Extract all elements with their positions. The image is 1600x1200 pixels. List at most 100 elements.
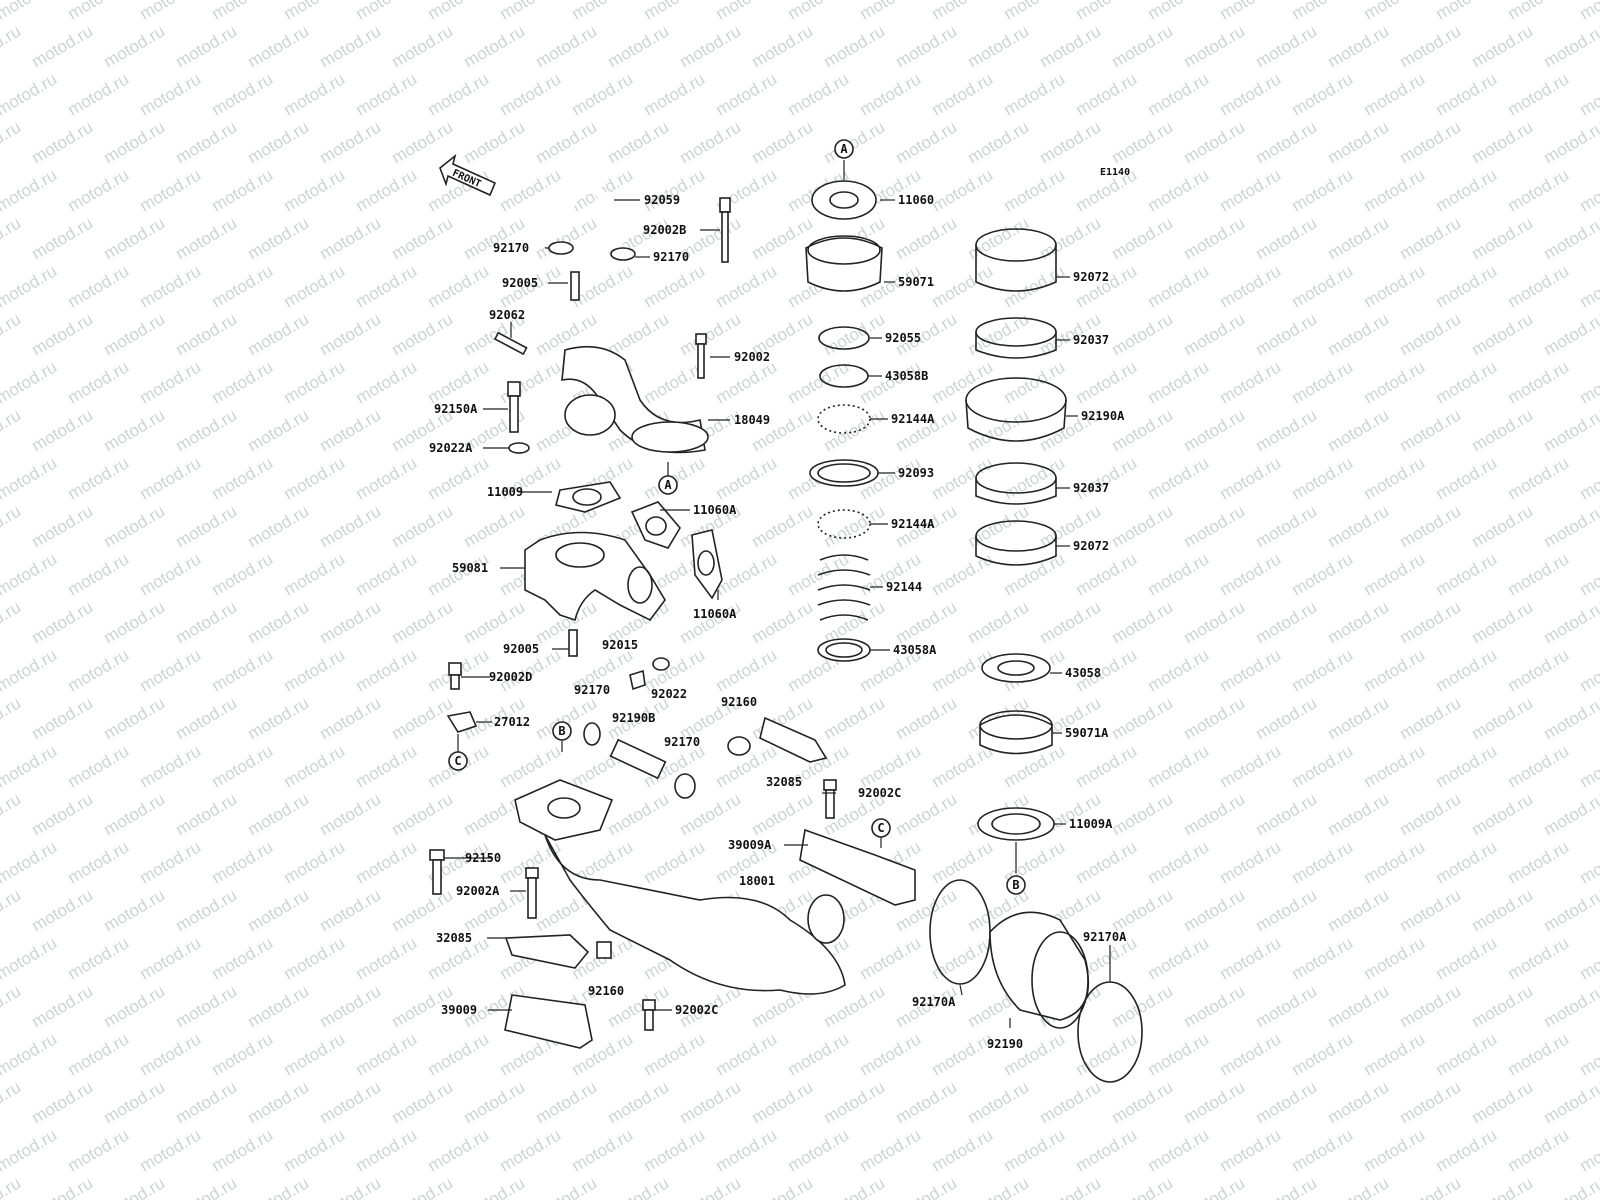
- watermark-text: motod.ru: [173, 789, 241, 839]
- watermark-text: motod.ru: [65, 0, 133, 23]
- watermark-text: motod.ru: [0, 1029, 60, 1079]
- watermark-text: motod.ru: [389, 21, 457, 71]
- watermark-text: motod.ru: [29, 405, 97, 455]
- watermark-text: motod.ru: [0, 693, 24, 743]
- watermark-text: motod.ru: [1217, 261, 1285, 311]
- watermark-text: motod.ru: [389, 1077, 457, 1127]
- watermark-text: motod.ru: [1397, 789, 1465, 839]
- watermark-text: motod.ru: [1145, 453, 1213, 503]
- watermark-text: motod.ru: [857, 0, 925, 23]
- watermark-text: motod.ru: [461, 1173, 529, 1200]
- watermark-text: motod.ru: [1577, 165, 1600, 215]
- watermark-text: motod.ru: [569, 1125, 637, 1175]
- watermark-text: motod.ru: [0, 981, 24, 1031]
- watermark-text: motod.ru: [1433, 165, 1501, 215]
- watermark-text: motod.ru: [1001, 69, 1069, 119]
- watermark-text: motod.ru: [893, 1077, 961, 1127]
- watermark-text: motod.ru: [1361, 69, 1429, 119]
- watermark-text: motod.ru: [1181, 981, 1249, 1031]
- marker-b-left-label: B: [558, 724, 565, 738]
- watermark-text: motod.ru: [1073, 69, 1141, 119]
- marker-c-left: [448, 751, 468, 771]
- watermark-text: motod.ru: [857, 1029, 925, 1079]
- watermark-text: motod.ru: [389, 1173, 457, 1200]
- watermark-text: motod.ru: [137, 1029, 205, 1079]
- marker-group: A A B B C C: [448, 139, 1026, 895]
- watermark-text: motod.ru: [965, 117, 1033, 167]
- watermark-text: motod.ru: [281, 261, 349, 311]
- watermark-text: motod.ru: [1289, 69, 1357, 119]
- watermark-text: motod.ru: [1325, 597, 1393, 647]
- part-label: 92037: [1073, 481, 1109, 495]
- watermark-text: motod.ru: [1289, 645, 1357, 695]
- watermark-text: motod.ru: [1181, 1173, 1249, 1200]
- watermark-text: motod.ru: [713, 453, 781, 503]
- watermark-text: motod.ru: [965, 21, 1033, 71]
- watermark-text: motod.ru: [173, 981, 241, 1031]
- watermark-text: motod.ru: [1541, 693, 1600, 743]
- watermark-text: motod.ru: [1433, 0, 1501, 23]
- watermark-text: motod.ru: [101, 405, 169, 455]
- watermark-text: motod.ru: [713, 69, 781, 119]
- watermark-text: motod.ru: [1541, 501, 1600, 551]
- watermark-text: motod.ru: [101, 597, 169, 647]
- watermark-text: motod.ru: [29, 1173, 97, 1200]
- watermark-text: motod.ru: [1361, 357, 1429, 407]
- watermark-text: motod.ru: [1289, 837, 1357, 887]
- watermark-text: motod.ru: [1145, 165, 1213, 215]
- watermark-text: motod.ru: [1577, 0, 1600, 23]
- watermark-text: motod.ru: [1361, 837, 1429, 887]
- watermark-text: motod.ru: [749, 117, 817, 167]
- watermark-text: motod.ru: [101, 885, 169, 935]
- watermark-text: motod.ru: [1325, 405, 1393, 455]
- watermark-text: motod.ru: [1037, 597, 1105, 647]
- watermark-text: motod.ru: [1469, 501, 1537, 551]
- watermark-text: motod.ru: [749, 21, 817, 71]
- watermark-text: motod.ru: [1433, 1029, 1501, 1079]
- watermark-text: motod.ru: [245, 405, 313, 455]
- watermark-text: motod.ru: [0, 789, 24, 839]
- watermark-text: motod.ru: [389, 501, 457, 551]
- watermark-text: motod.ru: [65, 1125, 133, 1175]
- watermark-text: motod.ru: [1325, 501, 1393, 551]
- watermark-text: motod.ru: [0, 597, 24, 647]
- watermark-text: motod.ru: [1145, 741, 1213, 791]
- watermark-text: motod.ru: [1145, 645, 1213, 695]
- watermark-text: motod.ru: [1109, 693, 1177, 743]
- part-label: 92170A: [912, 995, 956, 1009]
- watermark-text: motod.ru: [1073, 0, 1141, 23]
- marker-a-mid-label: A: [664, 478, 672, 492]
- watermark-text: motod.ru: [1109, 789, 1177, 839]
- watermark-text: motod.ru: [101, 213, 169, 263]
- watermark-text: motod.ru: [605, 309, 673, 359]
- part-label: 27012: [494, 715, 530, 729]
- watermark-text: motod.ru: [0, 213, 24, 263]
- watermark-text: motod.ru: [1433, 645, 1501, 695]
- watermark-text: motod.ru: [317, 597, 385, 647]
- watermark-text: motod.ru: [1289, 453, 1357, 503]
- watermark-text: motod.ru: [137, 453, 205, 503]
- watermark-text: motod.ru: [353, 0, 421, 23]
- watermark-text: motod.ru: [281, 357, 349, 407]
- watermark-text: motod.ru: [29, 213, 97, 263]
- watermark-text: motod.ru: [1181, 405, 1249, 455]
- watermark-text: motod.ru: [1073, 357, 1141, 407]
- watermark-text: motod.ru: [1253, 597, 1321, 647]
- watermark-text: motod.ru: [1253, 309, 1321, 359]
- marker-c-right: [871, 818, 891, 838]
- watermark-text: motod.ru: [641, 1029, 709, 1079]
- watermark-text: motod.ru: [461, 21, 529, 71]
- watermark-text: motod.ru: [29, 693, 97, 743]
- watermark-text: motod.ru: [245, 21, 313, 71]
- part-label: 92002C: [675, 1003, 718, 1017]
- part-label: 92144: [886, 580, 922, 594]
- part-label: 18049: [734, 413, 770, 427]
- watermark-text: motod.ru: [281, 165, 349, 215]
- watermark-text: motod.ru: [209, 165, 277, 215]
- watermark-text: motod.ru: [929, 0, 997, 23]
- watermark-text: motod.ru: [0, 117, 24, 167]
- watermark-text: motod.ru: [353, 1125, 421, 1175]
- watermark-text: motod.ru: [1433, 1125, 1501, 1175]
- watermark-text: motod.ru: [1109, 117, 1177, 167]
- watermark-text: motod.ru: [929, 741, 997, 791]
